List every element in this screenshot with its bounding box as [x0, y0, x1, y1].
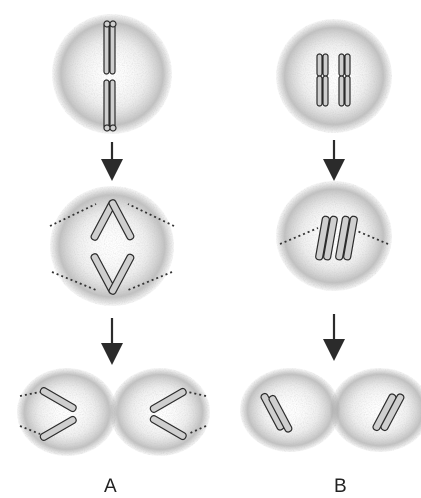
cell-b-stage-2 [276, 181, 392, 291]
cell-a-stage-3 [17, 368, 210, 456]
chromosome-pair-top [104, 21, 116, 74]
cell-a-stage-2 [50, 186, 174, 306]
chromosome-pair-left [317, 54, 328, 106]
cell-b-stage-3 [240, 368, 421, 452]
cell-b-stage-1 [276, 19, 392, 133]
chromosome-pair-bottom [104, 80, 116, 131]
chromosome-pair-right [339, 54, 350, 106]
cell-a-stage-1 [52, 14, 172, 134]
